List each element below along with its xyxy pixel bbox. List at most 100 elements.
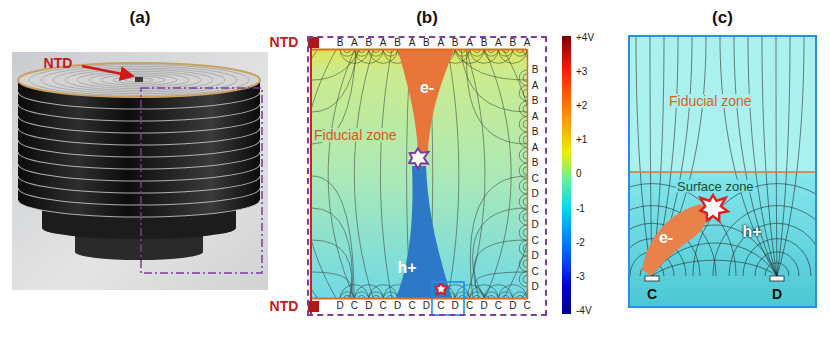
- electrode-label: D: [531, 282, 538, 292]
- field-line: [777, 37, 790, 276]
- electrode-label: B: [481, 38, 488, 48]
- electrode-label: C: [531, 205, 538, 215]
- field-line: [734, 37, 777, 276]
- field-line: [312, 208, 353, 299]
- field-line: [523, 89, 527, 97]
- electrode-label: B: [532, 65, 539, 75]
- field-line: [519, 101, 527, 117]
- electrode-label: A: [532, 143, 539, 153]
- electrode-label: C: [531, 267, 538, 277]
- field-line: [523, 151, 527, 159]
- field-line: [312, 49, 358, 112]
- electrode-label: B: [509, 38, 516, 48]
- field-line: [312, 240, 352, 299]
- electrode-label: B: [337, 38, 344, 48]
- field-panel: (b): [307, 36, 547, 316]
- interaction-star: [435, 283, 447, 294]
- electrode-label: C: [524, 301, 531, 311]
- panel-heading: (a): [12, 8, 268, 28]
- colorbar-tick: -1: [576, 204, 585, 214]
- colorbar-tick: -4V: [576, 306, 592, 316]
- field-line: [636, 37, 652, 276]
- electrode-label: D: [452, 301, 459, 311]
- field-line: [519, 132, 527, 148]
- electrode-label: C: [351, 301, 358, 311]
- field-line: [523, 229, 527, 237]
- zone-label: Fiducial zone: [313, 128, 398, 142]
- field-line: [467, 49, 527, 144]
- ntd-label: NTD: [270, 299, 299, 313]
- field-line: [312, 272, 351, 299]
- field-line: [755, 252, 799, 276]
- detector-photo: [12, 52, 268, 290]
- field-line: [312, 176, 354, 299]
- charge-label: h+: [742, 224, 761, 240]
- field-line: [473, 208, 527, 299]
- field-line: [312, 49, 360, 80]
- field-line: [328, 49, 355, 299]
- field-line: [720, 37, 777, 276]
- field-line: [519, 272, 527, 288]
- electrode-label: D: [423, 301, 430, 311]
- colorbar-tick: 0: [576, 169, 582, 179]
- field-line: [466, 49, 485, 299]
- electrode-label: D: [772, 287, 782, 301]
- colorbar-tick: -3: [576, 272, 585, 282]
- field-line: [523, 182, 527, 190]
- panel-heading: (b): [309, 8, 545, 28]
- field-line: [312, 49, 337, 299]
- field-line: [519, 210, 527, 226]
- field-line: [777, 37, 804, 276]
- electrode-label: C: [647, 287, 657, 301]
- field-line: [519, 70, 527, 86]
- interaction-star: [701, 195, 728, 221]
- electrode-label: B: [394, 38, 401, 48]
- electrode-label: B: [532, 127, 539, 137]
- field-line: [523, 74, 527, 82]
- zoom-panel: (c): [628, 35, 817, 308]
- colorbar-tick: +1: [576, 135, 587, 145]
- field-line: [522, 49, 528, 299]
- field-line: [354, 49, 373, 299]
- field-line: [650, 37, 652, 276]
- panel-heading: (c): [630, 8, 815, 28]
- field-line: [762, 37, 777, 276]
- field-line: [748, 37, 777, 276]
- charge-label: h+: [397, 260, 416, 276]
- electrode-label: D: [480, 301, 487, 311]
- electrode-label: A: [380, 38, 387, 48]
- charge-label: e-: [659, 230, 673, 246]
- electrode-label: A: [351, 38, 358, 48]
- field-line: [630, 184, 736, 276]
- field-line: [461, 49, 527, 112]
- electrode-label: C: [380, 301, 387, 311]
- interaction-star: [409, 148, 428, 168]
- field-line: [523, 167, 527, 175]
- field-line: [519, 117, 527, 133]
- field-line: [503, 49, 527, 299]
- field-line: [523, 260, 527, 268]
- electrode-label: D: [509, 301, 516, 311]
- electrode-label: B: [532, 158, 539, 168]
- field-line: [713, 206, 815, 276]
- field-line: [448, 49, 459, 299]
- electrode-label: D: [531, 251, 538, 261]
- electrode-label: C: [531, 174, 538, 184]
- electrode-label: A: [532, 112, 539, 122]
- zone-label: Fiducial zone: [668, 94, 753, 108]
- electrode-label: C: [437, 301, 444, 311]
- electrode-label: A: [524, 38, 531, 48]
- field-line: [475, 272, 527, 299]
- field-line: [523, 198, 527, 206]
- electrode-label: D: [531, 220, 538, 230]
- ntd-label: NTD: [44, 56, 73, 70]
- surface-zoom: [568, 37, 830, 306]
- electrode-label: B: [532, 96, 539, 106]
- electrode-label: C: [408, 301, 415, 311]
- electrode-label: A: [409, 38, 416, 48]
- field-line: [474, 240, 527, 299]
- field-line: [519, 148, 527, 164]
- zone-label: Surface zone: [676, 180, 755, 193]
- field-line: [312, 49, 318, 299]
- field-line: [380, 49, 392, 299]
